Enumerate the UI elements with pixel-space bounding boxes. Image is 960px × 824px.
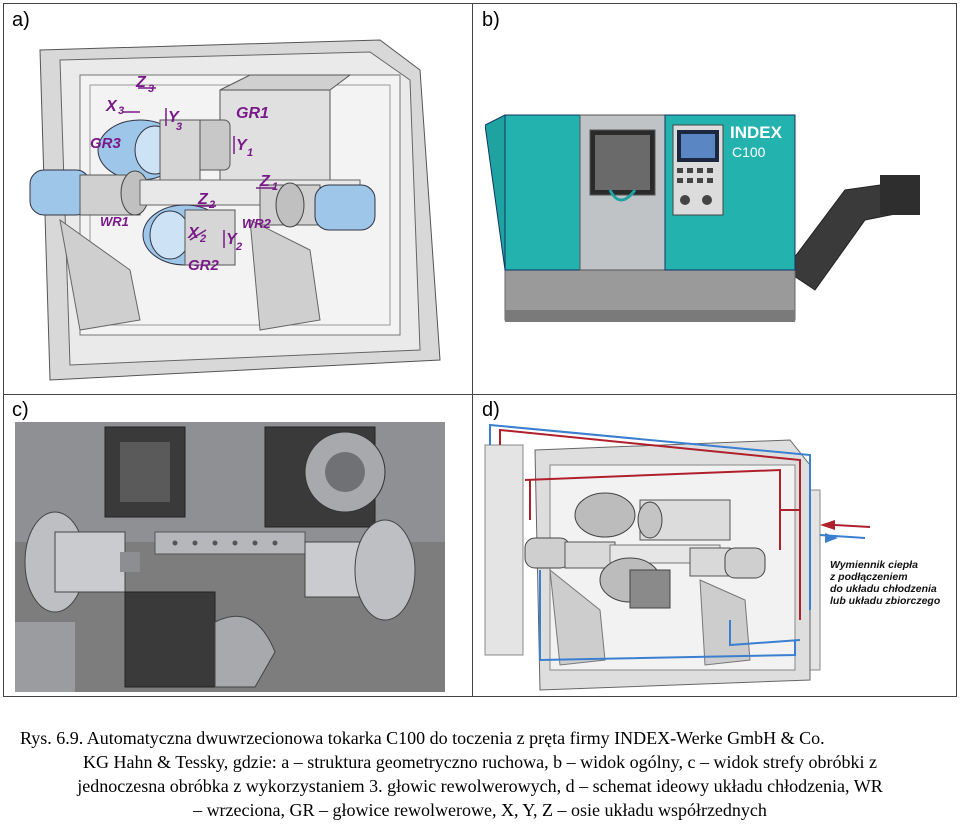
caption-line-4: – wrzeciona, GR – głowice rewolwerowe, X…	[193, 800, 767, 820]
axis-label-gr3: GR3	[90, 135, 122, 152]
caption-line-1: Rys. 6.9. Automatyczna dwuwrzecionowa to…	[20, 728, 825, 748]
axis-sub-z2: 2	[208, 199, 215, 211]
axis-label-wr2: WR2	[242, 216, 272, 231]
cooling-annotation-line-2: z podłączeniem	[829, 571, 908, 583]
panel-label-d: d)	[482, 399, 500, 421]
axis-label-gr2: GR2	[188, 257, 220, 274]
axis-sub-y1: 1	[247, 147, 253, 159]
axis-label-x3: X	[105, 98, 118, 115]
axis-label-y1: Y	[236, 137, 248, 154]
panel-a-structure-drawing: X 3 Z 3 Y 3 GR1 Y 1 GR3 Z 1 Z 2 WR1 WR2 …	[20, 30, 465, 390]
axis-sub-x3: 3	[118, 105, 124, 117]
axis-label-z1: Z	[259, 173, 271, 190]
cooling-annotation-line-1: Wymiennik ciepła	[830, 559, 918, 571]
panel-label-c: c)	[12, 399, 29, 421]
axis-label-x2: X	[187, 225, 200, 242]
axis-sub-y3: 3	[176, 121, 182, 133]
cooling-annotation-line-4: lub układu zbiorczego	[830, 595, 941, 607]
axis-label-z2: Z	[197, 191, 209, 208]
grid-divider-vertical	[472, 3, 473, 697]
axis-label-wr1: WR1	[100, 214, 129, 229]
panel-b-machine-photo: INDEX C100	[485, 40, 950, 330]
axis-sub-z1: 1	[272, 181, 278, 193]
panel-c-machining-photo	[15, 422, 445, 692]
axis-label-z3: Z	[135, 74, 147, 91]
panel-d-cooling-schematic: Wymiennik ciepła z podłączeniem do układ…	[480, 420, 950, 692]
panel-label-a: a)	[12, 9, 30, 31]
machine-brand: INDEX	[730, 123, 783, 142]
axis-label-y2: Y	[226, 231, 238, 248]
axis-sub-x2: 2	[199, 233, 206, 245]
axis-label-gr1: GR1	[236, 105, 269, 122]
axis-sub-z3: 3	[148, 83, 154, 95]
grid-divider-horizontal	[3, 394, 957, 395]
panel-label-b: b)	[482, 9, 500, 31]
figure-caption: Rys. 6.9. Automatyczna dwuwrzecionowa to…	[20, 726, 940, 822]
machine-model: C100	[732, 144, 766, 160]
axis-sub-y2: 2	[235, 241, 242, 253]
figure-frame	[3, 3, 957, 697]
caption-line-3: jednoczesna obróbka z wykorzystaniem 3. …	[77, 776, 883, 796]
caption-line-2: KG Hahn & Tessky, gdzie: a – struktura g…	[83, 752, 877, 772]
cooling-annotation-line-3: do układu chłodzenia	[830, 583, 937, 595]
axis-label-y3: Y	[168, 109, 180, 126]
